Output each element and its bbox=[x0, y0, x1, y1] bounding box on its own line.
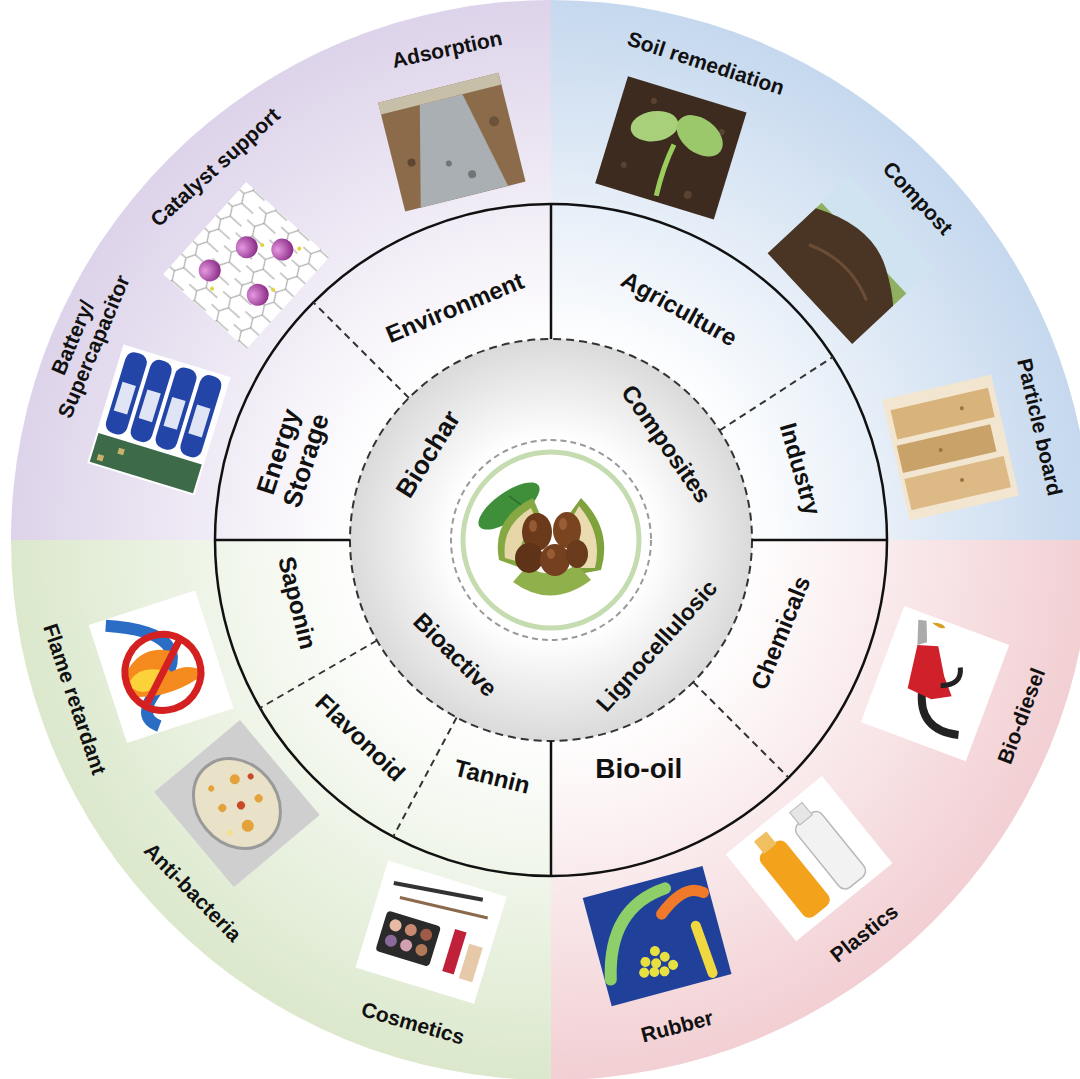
category-label: Flavonoid bbox=[310, 689, 410, 787]
category-label: Chemicals bbox=[746, 572, 815, 693]
core-label: Composites bbox=[616, 380, 716, 508]
application-label: Anti-bacteria bbox=[140, 838, 246, 946]
particle-board-photo bbox=[882, 375, 1019, 521]
cosmetics-photo bbox=[355, 860, 506, 1003]
application-label: Flame retardant bbox=[39, 621, 111, 778]
category-label: Environment bbox=[382, 268, 528, 349]
application-label: Cosmetics bbox=[358, 997, 466, 1048]
application-label: Particle board bbox=[1013, 356, 1067, 498]
application-label: Catalyst support bbox=[146, 103, 285, 231]
application-label: Adsorption bbox=[389, 26, 503, 72]
bio-diesel-photo bbox=[861, 606, 1009, 761]
category-label: Bio-oil bbox=[595, 753, 682, 784]
core-label: Lignocellulosic bbox=[592, 575, 723, 716]
application-label: Battery/ Supercapacitor bbox=[32, 262, 134, 421]
category-label: Energy Storage bbox=[250, 401, 334, 511]
core-label: Biochar bbox=[390, 405, 466, 502]
battery-photo bbox=[87, 344, 230, 495]
category-label: Saponin bbox=[273, 554, 322, 652]
application-label: Plastics bbox=[825, 899, 902, 966]
flame-retardant-photo bbox=[89, 590, 234, 743]
ring-lines bbox=[215, 204, 887, 876]
adsorption-photo bbox=[378, 73, 525, 212]
application-label: Bio-diesel bbox=[993, 665, 1050, 767]
category-label: Tannin bbox=[451, 755, 532, 799]
catalyst-photo bbox=[163, 182, 329, 349]
application-label: Rubber bbox=[638, 1006, 715, 1047]
soil-photo bbox=[595, 76, 746, 219]
core-label: Bioactive bbox=[408, 608, 502, 702]
application-label: Soil remediation bbox=[625, 26, 788, 98]
seed-illustration bbox=[451, 440, 651, 640]
category-label: Agriculture bbox=[617, 267, 742, 352]
rubber-photo bbox=[583, 866, 732, 1006]
category-label: Industry bbox=[774, 419, 825, 517]
application-label: Compost bbox=[879, 156, 958, 238]
